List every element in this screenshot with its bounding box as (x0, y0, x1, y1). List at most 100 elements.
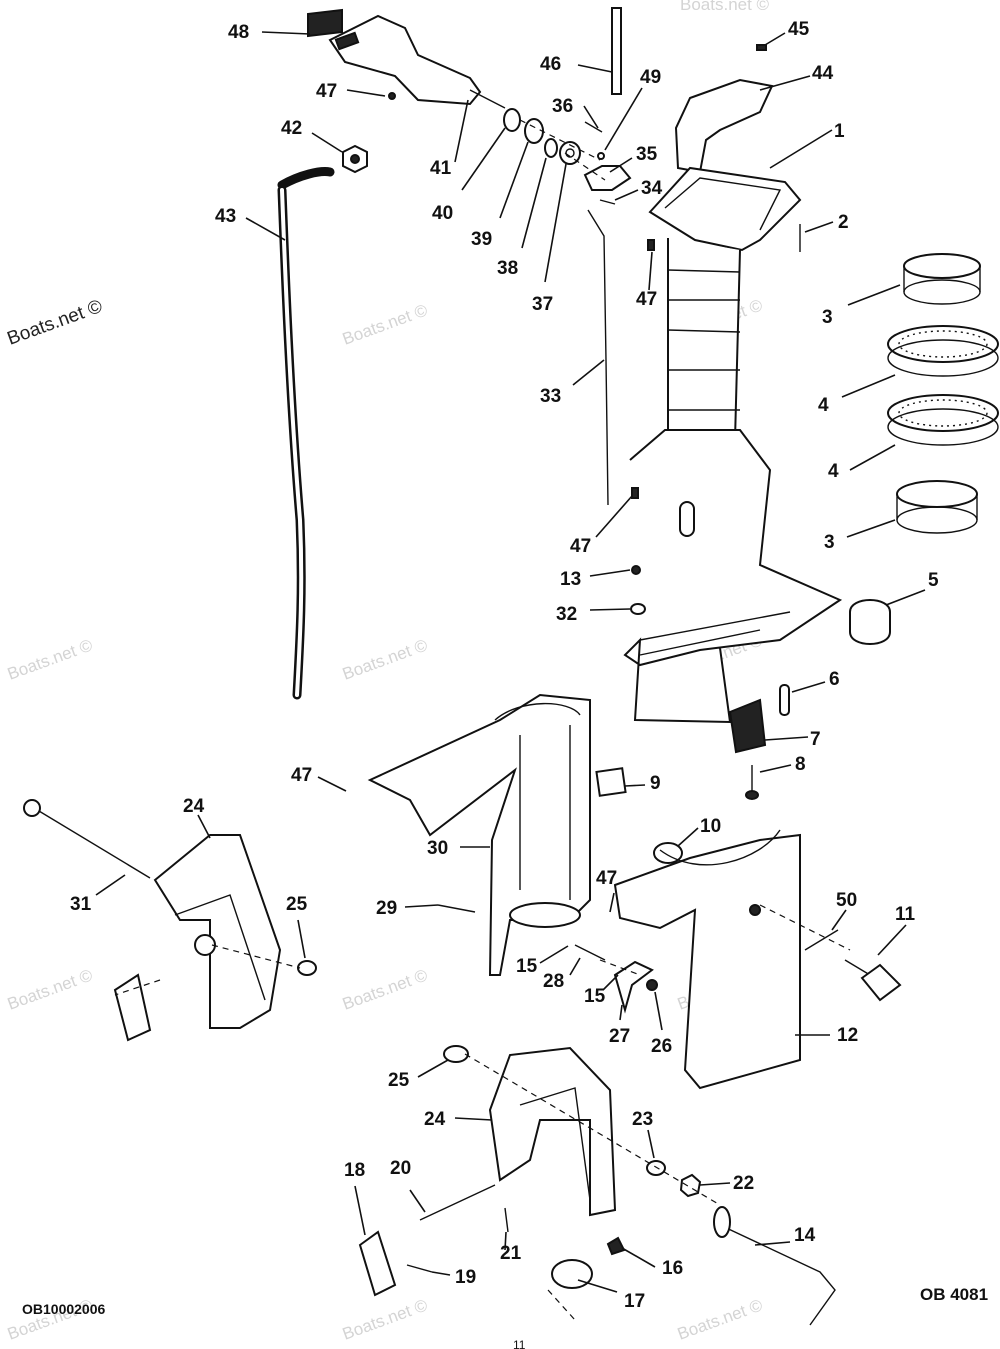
part-13-nut (631, 565, 641, 575)
label-43: 43 (215, 206, 236, 227)
label-47: 47 (291, 765, 312, 786)
part-4-bearing-upper (887, 325, 999, 377)
label-39: 39 (471, 229, 492, 250)
label-25: 25 (286, 894, 308, 915)
label-2: 2 (838, 212, 849, 233)
part-34-pin (599, 199, 616, 205)
part-39-washer (524, 118, 544, 144)
part-5-plug (849, 599, 891, 645)
watermark: Boats.net © (5, 965, 96, 1013)
label-3: 3 (822, 307, 833, 328)
label-20: 20 (390, 1158, 411, 1179)
part-32-washer (630, 603, 646, 615)
label-34: 34 (641, 178, 663, 199)
part-7-plate (728, 698, 767, 754)
label-31: 31 (70, 894, 92, 915)
label-46: 46 (540, 54, 561, 75)
label-16: 16 (662, 1258, 683, 1279)
label-47: 47 (570, 536, 591, 557)
part-26-nut (646, 979, 658, 991)
part-28-pin (574, 944, 606, 961)
label-41: 41 (430, 158, 452, 179)
part-4-bearing-lower (887, 394, 999, 446)
label-23: 23 (632, 1109, 653, 1130)
label-30: 30 (427, 838, 448, 859)
part-1-housing-top (648, 166, 802, 252)
label-15: 15 (584, 986, 606, 1007)
part-clamp-pad-left (113, 973, 152, 1042)
watermark: Boats.net © (680, 0, 770, 14)
label-47: 47 (636, 289, 657, 310)
part-1-midsection (623, 429, 843, 724)
label-44: 44 (812, 63, 834, 84)
part-3-ring-upper (903, 253, 981, 305)
part-43-cable (277, 167, 335, 700)
part-47-screw (647, 239, 655, 251)
label-11: 11 (895, 904, 916, 925)
part-30-swivel-bracket (367, 693, 591, 976)
part-21-pin (504, 1207, 509, 1233)
part-25-washer (297, 960, 317, 976)
leader-lines (95, 31, 926, 1293)
label-32: 32 (556, 604, 577, 625)
label-48: 48 (228, 22, 249, 43)
callout-labels: 48 47 42 43 41 40 39 38 37 46 36 49 35 3… (70, 19, 939, 1312)
part-38-o-ring (544, 138, 558, 158)
part-44-cover (674, 78, 774, 174)
label-29: 29 (376, 898, 397, 919)
label-9: 9 (650, 773, 661, 794)
label-7: 7 (810, 729, 821, 750)
label-15: 15 (516, 956, 538, 977)
part-24-clamp-left (153, 834, 282, 1029)
part-1-plate-detail (664, 177, 782, 231)
label-47: 47 (316, 81, 337, 102)
part-12-clamp-bracket (613, 829, 801, 1090)
label-10: 10 (700, 816, 721, 837)
part-48-decal (307, 8, 343, 38)
part-16-nut (606, 1236, 626, 1256)
part-31-screw (33, 807, 151, 879)
label-17: 17 (624, 1291, 645, 1312)
part-25-washer (443, 1045, 469, 1063)
label-26: 26 (651, 1036, 672, 1057)
part-14-washer (713, 1206, 731, 1238)
label-5: 5 (928, 570, 939, 591)
label-37: 37 (532, 294, 553, 315)
part-9-pad (595, 767, 627, 797)
part-24-clamp-lower (488, 1046, 617, 1217)
watermark: Boats.net © (340, 300, 431, 348)
part-33-link-rod (587, 209, 609, 506)
label-28: 28 (543, 971, 564, 992)
label-24: 24 (183, 796, 205, 817)
part-27-lever (613, 960, 654, 1014)
part-29-bolt (437, 904, 476, 913)
part-18-handle (358, 1230, 397, 1297)
label-6: 6 (829, 669, 840, 690)
part-41-tiller-handle (328, 14, 482, 106)
label-50: 50 (836, 890, 857, 911)
label-1: 1 (834, 121, 845, 142)
watermark: Boats.net © (340, 965, 431, 1013)
label-4: 4 (818, 395, 829, 416)
watermark: Boats.net © (340, 635, 431, 683)
label-24: 24 (424, 1109, 446, 1130)
part-22-nut (679, 1173, 702, 1198)
label-13: 13 (560, 569, 581, 590)
label-45: 45 (788, 19, 810, 40)
part-40-bushing (503, 108, 521, 132)
watermark: Boats.net © (340, 1295, 431, 1343)
part-49-washer (597, 152, 605, 160)
label-18: 18 (344, 1160, 365, 1181)
part-17-pad (551, 1259, 593, 1289)
part-20-screw (419, 1184, 496, 1221)
part-14-handle (719, 1224, 836, 1326)
label-27: 27 (609, 1026, 630, 1047)
part-11-handle (860, 963, 902, 1002)
label-19: 19 (455, 1267, 476, 1288)
part-47-screw (631, 487, 639, 499)
watermark-main: Boats.net © (5, 296, 106, 350)
label-35: 35 (636, 144, 658, 165)
part-23-washer (646, 1160, 666, 1176)
part-36-screw (584, 121, 603, 133)
